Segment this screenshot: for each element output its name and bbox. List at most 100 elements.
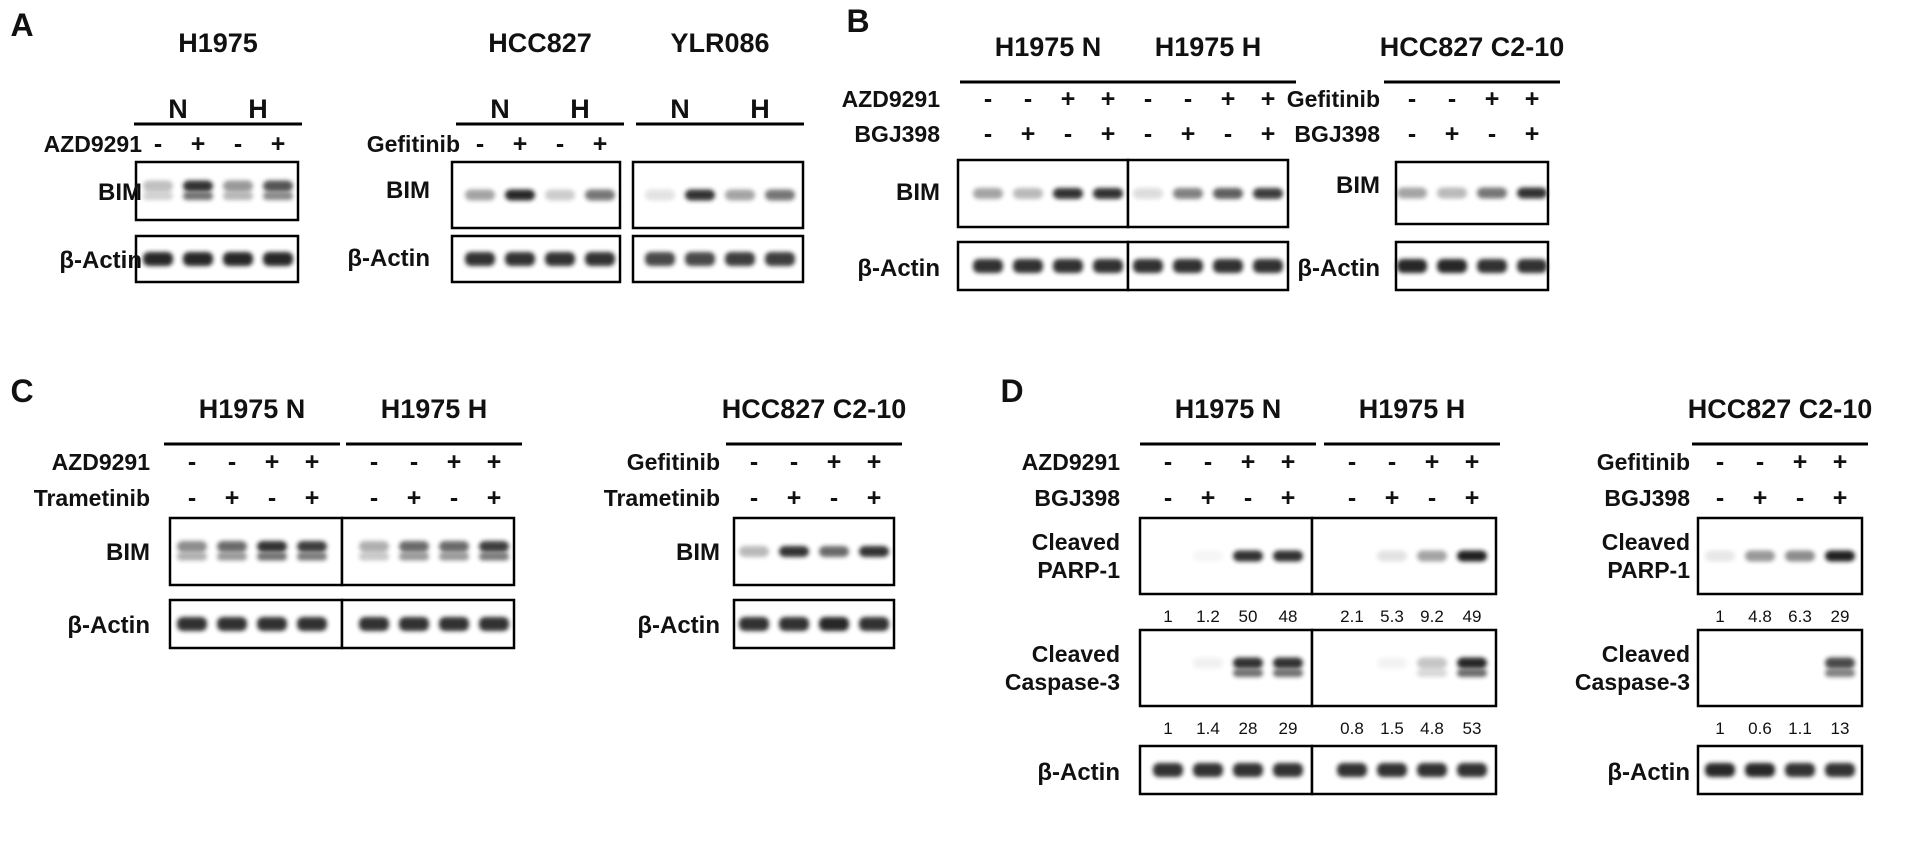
blot-band <box>1437 259 1467 273</box>
blot-band <box>1053 259 1083 273</box>
blot-strip <box>1310 516 1498 596</box>
blot-strip <box>631 160 805 230</box>
blot-band-lower <box>217 552 247 561</box>
treatment-sign: - <box>370 484 378 512</box>
quant-value: 53 <box>1463 719 1482 738</box>
blot-label: BIM <box>386 177 430 204</box>
blot-band <box>1417 550 1447 562</box>
treatment-sign: - <box>1244 484 1252 512</box>
blot-band <box>1785 763 1815 777</box>
blot-strip <box>732 598 896 650</box>
blot-band <box>399 617 429 631</box>
quant-value: 1 <box>1163 607 1172 626</box>
treatment-sign: + <box>271 130 286 158</box>
quant-value: 29 <box>1279 719 1298 738</box>
treatment-sign: + <box>407 484 422 512</box>
blot-band <box>505 252 535 266</box>
blot-band <box>645 189 675 201</box>
blot-band-lower <box>297 552 327 561</box>
blot-band <box>819 617 849 631</box>
blot-band <box>1457 763 1487 777</box>
blot-band <box>725 252 755 266</box>
blot-label: BIM <box>106 539 150 566</box>
treatment-sign: + <box>867 484 882 512</box>
treatment-sign: - <box>750 484 758 512</box>
treatment-sign: + <box>305 484 320 512</box>
blot-label: BIM <box>896 179 940 206</box>
blot-band <box>1437 187 1467 199</box>
treatment-sign: - <box>188 484 196 512</box>
group-title: H1975 H <box>381 394 488 424</box>
treatment-sign: - <box>556 130 564 158</box>
blot-band <box>973 188 1003 199</box>
blot-band <box>779 617 809 631</box>
treatment-sign: + <box>1241 448 1256 476</box>
quant-value: 9.2 <box>1420 607 1444 626</box>
treatment-sign: + <box>487 448 502 476</box>
group-title: H1975 N <box>199 394 306 424</box>
blot-strip <box>1310 744 1498 796</box>
treatment-sign: - <box>1756 448 1764 476</box>
blot-band <box>183 252 213 266</box>
treatment-sign: - <box>1164 484 1172 512</box>
blot-band <box>217 617 247 631</box>
blot-strip <box>1138 744 1314 796</box>
blot-strip <box>1696 628 1864 708</box>
quant-value: 50 <box>1239 607 1258 626</box>
drug-label: AZD9291 <box>44 131 143 157</box>
blot-band <box>143 252 173 266</box>
blot-band <box>1397 259 1427 273</box>
blot-band <box>399 541 429 552</box>
blot-band <box>465 252 495 266</box>
blot-band-lower <box>183 192 213 200</box>
blot-band <box>1705 550 1735 562</box>
blot-band-lower <box>1273 669 1303 677</box>
blot-strip <box>1126 240 1290 292</box>
blot-label: β-Actin <box>1607 759 1690 786</box>
quant-value: 49 <box>1463 607 1482 626</box>
treatment-sign: + <box>1793 448 1808 476</box>
blot-band <box>1273 657 1303 669</box>
treatment-sign: + <box>1525 85 1540 113</box>
blot-band <box>359 617 389 631</box>
blot-band <box>1153 763 1183 777</box>
panel-letter: A <box>10 7 33 43</box>
blot-band <box>1273 550 1303 562</box>
blot-band <box>1133 188 1163 199</box>
blot-band <box>1093 188 1123 199</box>
blot-band <box>545 252 575 266</box>
blot-band <box>1233 763 1263 777</box>
blot-band-lower <box>479 552 509 561</box>
treatment-sign: - <box>1488 120 1496 148</box>
treatment-sign: + <box>1281 484 1296 512</box>
quant-value: 6.3 <box>1788 607 1812 626</box>
treatment-sign: - <box>1348 484 1356 512</box>
blot-band <box>1745 763 1775 777</box>
treatment-sign: - <box>1144 120 1152 148</box>
treatment-sign: - <box>1164 448 1172 476</box>
blot-band <box>1457 657 1487 669</box>
treatment-sign: - <box>476 130 484 158</box>
treatment-sign: - <box>1144 85 1152 113</box>
blot-strip <box>1394 240 1550 292</box>
blot-band <box>1457 550 1487 562</box>
treatment-sign: + <box>1221 85 1236 113</box>
treatment-sign: - <box>1224 120 1232 148</box>
treatment-sign: - <box>1184 85 1192 113</box>
treatment-sign: - <box>370 448 378 476</box>
treatment-sign: + <box>867 448 882 476</box>
treatment-sign: + <box>1465 448 1480 476</box>
treatment-sign: + <box>1485 85 1500 113</box>
blot-band <box>685 252 715 266</box>
blot-strip <box>1394 160 1550 226</box>
quant-value: 29 <box>1831 607 1850 626</box>
drug-label: Gefitinib <box>627 449 720 475</box>
blot-band <box>359 541 389 552</box>
blot-band <box>1053 188 1083 199</box>
quant-value: 1.5 <box>1380 719 1404 738</box>
group-title: H1975 H <box>1155 32 1262 62</box>
group-title: H1975 <box>178 28 258 58</box>
drug-label: Gefitinib <box>367 131 460 157</box>
blot-band <box>177 617 207 631</box>
